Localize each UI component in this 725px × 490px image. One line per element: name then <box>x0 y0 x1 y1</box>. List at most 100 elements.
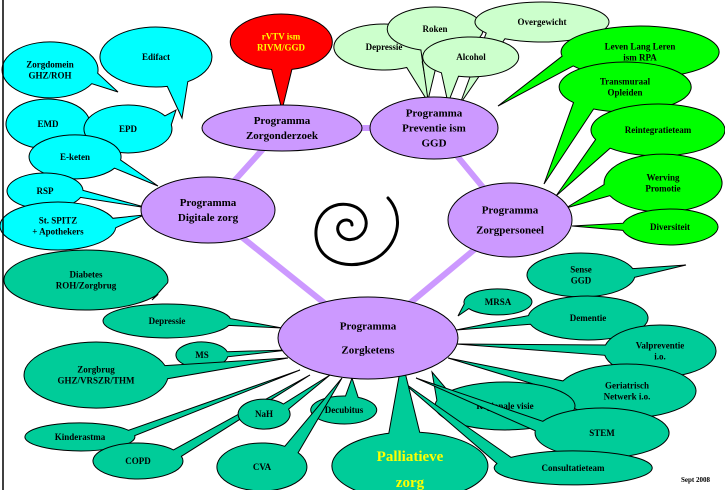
rvtv-label: RIVM/GGD <box>257 43 305 53</box>
footer-date: Sept 2008 <box>681 476 710 484</box>
diabetes-callout-shape <box>3 249 169 311</box>
cva-label: CVA <box>253 462 272 472</box>
bubble-decubitus: Decubitus <box>310 376 378 425</box>
consultatieteam-label: Consultatieteam <box>542 463 605 473</box>
program-nodes: ProgrammaZorgonderzoekProgrammaPreventie… <box>140 96 573 380</box>
digitale-zorg-label: Programma <box>180 197 237 209</box>
nah-label: NaH <box>255 409 273 419</box>
decubitus-label: Decubitus <box>325 405 364 415</box>
dementie-callout-shape <box>455 295 649 341</box>
bubble-depressie-chain: Depressie <box>102 303 283 339</box>
preventie-ellipse <box>369 96 499 160</box>
mrsa-label: MRSA <box>485 297 512 307</box>
rsp-label: RSP <box>36 186 54 196</box>
diversiteit-label: Diversiteit <box>650 222 690 232</box>
copd-callout-shape <box>92 374 311 480</box>
diabetes-label: Diabetes <box>70 269 103 279</box>
overgewicht-callout-shape <box>459 1 610 105</box>
zorgbrug-callout-shape <box>23 341 289 409</box>
preventie-label: GGD <box>421 138 446 150</box>
zorgketens-ellipse <box>277 296 459 380</box>
bubble-edifact: Edifact <box>99 26 213 120</box>
zorgketens-label: Programma <box>340 321 397 333</box>
copd-label: COPD <box>125 456 151 466</box>
depressie-chain-callout-shape <box>102 303 283 339</box>
zorgpersoneel-label: Zorgpersoneel <box>476 225 544 237</box>
alcohol-callout-shape <box>422 36 520 105</box>
palliatieve-zorg-label: Palliatieve <box>377 449 444 465</box>
regionale-visie-label: Regionale visie <box>476 401 533 411</box>
depressie-chain-label: Depressie <box>149 316 186 326</box>
nah-callout-shape <box>237 374 331 430</box>
emd-label: EMD <box>38 119 59 129</box>
zorgonderzoek-label: Zorgonderzoek <box>246 130 319 142</box>
bubble-alcohol: Alcohol <box>422 36 520 105</box>
zorgpersoneel-label: Programma <box>482 205 539 217</box>
bubble-e-keten: E-keten <box>28 134 159 187</box>
sense-label: Sense <box>570 264 592 274</box>
preventie-label: Programma <box>406 108 463 120</box>
digitale-zorg-label: Digitale zorg <box>178 212 239 224</box>
st-spitz-label: St. SPITZ <box>39 215 78 225</box>
werving-label: Werving <box>647 172 680 182</box>
sense-callout-shape <box>526 252 687 298</box>
stem-label: STEM <box>589 428 615 438</box>
zorgpersoneel-ellipse <box>447 182 573 258</box>
spiral-icon <box>314 196 400 267</box>
bubble-overgewicht: Overgewicht <box>459 1 610 105</box>
zorgbrug-label: GHZ/VRSZR/THM <box>57 376 135 386</box>
decubitus-callout-shape <box>310 376 378 425</box>
cva-callout-shape <box>216 377 343 490</box>
diversiteit-callout-shape <box>571 208 719 246</box>
palliatieve-zorg-callout-shape <box>331 359 489 490</box>
alcohol-label: Alcohol <box>456 52 486 62</box>
consultatieteam-callout-shape <box>399 379 653 486</box>
e-keten-callout-shape <box>28 134 159 187</box>
edifact-label: Edifact <box>142 52 170 62</box>
epd-label: EPD <box>119 124 138 134</box>
geriatrisch-label: Geriatrisch <box>605 380 649 390</box>
st-spitz-callout-shape <box>0 201 145 251</box>
reintegratieteam-label: Reintegratieteam <box>625 125 692 135</box>
sense-label: GGD <box>571 276 592 286</box>
werving-callout-shape <box>565 153 723 213</box>
edifact-callout-shape <box>99 26 213 120</box>
zorgdomein-label: Zorgdomein <box>26 59 74 69</box>
digitale-zorg-ellipse <box>140 176 276 244</box>
bubble-copd: COPD <box>92 374 311 480</box>
ms-label: MS <box>195 350 209 360</box>
zorgketens-label: Zorgketens <box>341 345 395 357</box>
rvtv-label: rVTV ism <box>262 31 301 41</box>
bubble-nah: NaH <box>237 374 331 430</box>
zorgbrug-label: Zorgbrug <box>77 364 115 374</box>
roken-label: Roken <box>422 24 447 34</box>
zorgdomein-callout-shape <box>1 41 119 99</box>
leven-lang-leren-label: ism RPA <box>623 53 657 63</box>
bubble-dementie: Dementie <box>455 295 649 341</box>
palliatieve-zorg-label: zorg <box>396 475 425 490</box>
preventie-label: Preventie ism <box>402 123 466 135</box>
st-spitz-label: + Apothekers <box>32 227 84 237</box>
bubble-consultatieteam: Consultatieteam <box>399 379 653 486</box>
geriatrisch-label: Netwerk i.o. <box>604 392 651 402</box>
transmuraal-label: Opleiden <box>607 88 642 98</box>
overgewicht-label: Overgewicht <box>518 17 567 27</box>
rvtv-callout-shape <box>229 13 333 111</box>
mrsa-callout-shape <box>457 288 533 317</box>
transmuraal-label: Transmuraal <box>600 76 651 86</box>
leven-lang-leren-label: Leven Lang Leren <box>605 41 676 51</box>
dementie-label: Dementie <box>570 313 606 323</box>
bubble-palliatieve-zorg: Palliatieve zorg <box>331 359 489 490</box>
bubble-mrsa: MRSA <box>457 288 533 317</box>
